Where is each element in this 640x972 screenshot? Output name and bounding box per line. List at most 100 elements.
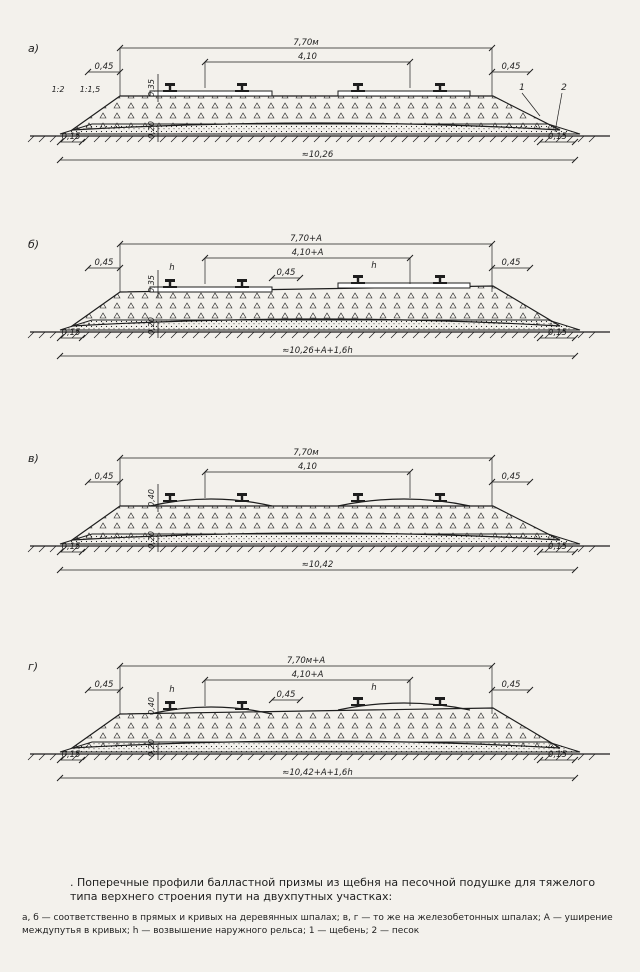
dim-shoulder-left: 0,45 bbox=[95, 680, 114, 690]
ground-hatch bbox=[555, 331, 563, 339]
rail-head bbox=[353, 275, 363, 278]
dim-tick bbox=[571, 566, 579, 574]
ground-hatch bbox=[115, 135, 123, 143]
dim-tick bbox=[56, 774, 64, 782]
rail-foot bbox=[163, 286, 177, 288]
ground-hatch bbox=[280, 135, 288, 143]
slope-label: 1:2 bbox=[52, 85, 65, 94]
dim-middle: 4,10+А bbox=[292, 248, 324, 258]
ground-hatch bbox=[401, 545, 409, 553]
ground-hatch bbox=[588, 135, 596, 143]
ground-hatch bbox=[170, 753, 178, 761]
ground-hatch bbox=[522, 331, 530, 339]
ground-hatch bbox=[115, 331, 123, 339]
ground-hatch bbox=[82, 331, 90, 339]
concrete-sleeper bbox=[337, 498, 471, 507]
ground-hatch bbox=[467, 753, 475, 761]
caption-legend: а, б — соответственно в прямых и кривых … bbox=[22, 913, 613, 936]
ground-hatch bbox=[247, 135, 255, 143]
rail-web bbox=[168, 704, 172, 708]
ground-hatch bbox=[412, 753, 420, 761]
dim-tick bbox=[78, 756, 86, 764]
ground-hatch bbox=[302, 545, 310, 553]
figure-caption: . Поперечные профили балластной призмы и… bbox=[22, 876, 622, 938]
dim-tick bbox=[536, 138, 544, 146]
ground-hatch bbox=[280, 753, 288, 761]
ground-hatch bbox=[500, 135, 508, 143]
dim-sand: 0,20 bbox=[147, 531, 156, 549]
rail-head bbox=[435, 697, 445, 700]
ground-hatch bbox=[566, 545, 574, 553]
ground-hatch bbox=[412, 331, 420, 339]
slope-label: 1:1,5 bbox=[80, 85, 101, 94]
rail-foot bbox=[235, 500, 249, 502]
ground-hatch bbox=[544, 753, 552, 761]
ground-hatch bbox=[445, 545, 453, 553]
dim-tick bbox=[84, 264, 92, 272]
ground-hatch bbox=[49, 545, 57, 553]
ground-hatch bbox=[390, 331, 398, 339]
ground-hatch bbox=[115, 753, 123, 761]
ground-hatch bbox=[379, 753, 387, 761]
rail-web bbox=[356, 86, 360, 90]
rail-web bbox=[168, 496, 172, 500]
dim-base: ≈10,26+А+1,6h bbox=[282, 346, 352, 356]
ground-hatch bbox=[511, 545, 519, 553]
rail-head bbox=[353, 697, 363, 700]
ground-hatch bbox=[93, 135, 101, 143]
ground-hatch bbox=[225, 135, 233, 143]
ground-hatch bbox=[49, 331, 57, 339]
dim-tick bbox=[268, 696, 276, 704]
dim-h-left: h bbox=[169, 685, 174, 695]
ground-hatch bbox=[225, 331, 233, 339]
rail-head bbox=[165, 493, 175, 496]
ground-hatch bbox=[324, 753, 332, 761]
ground-hatch bbox=[456, 753, 464, 761]
ground-hatch bbox=[324, 331, 332, 339]
ground-hatch bbox=[445, 753, 453, 761]
ground-hatch bbox=[82, 545, 90, 553]
dim-shoulder-left: 0,45 bbox=[95, 472, 114, 482]
rail-web bbox=[438, 700, 442, 704]
dim-edge-left: 0,15 bbox=[62, 542, 81, 552]
ground-hatch bbox=[269, 545, 277, 553]
ballast-prism bbox=[69, 505, 561, 541]
caption-title: . Поперечные профили балластной призмы и… bbox=[70, 876, 596, 903]
ground-hatch bbox=[148, 545, 156, 553]
rail-foot bbox=[433, 90, 447, 92]
dim-tick bbox=[571, 156, 579, 164]
rail-web bbox=[240, 496, 244, 500]
leader-line bbox=[521, 92, 541, 117]
rail-head bbox=[237, 83, 247, 86]
layer-marker: 1 bbox=[519, 83, 525, 93]
ground-hatch bbox=[434, 545, 442, 553]
ground-hatch bbox=[390, 135, 398, 143]
rail-head bbox=[165, 83, 175, 86]
ground-hatch bbox=[401, 753, 409, 761]
ground-hatch bbox=[280, 331, 288, 339]
ground-hatch bbox=[379, 545, 387, 553]
ground-hatch bbox=[93, 331, 101, 339]
ground-hatch bbox=[38, 753, 46, 761]
ground-hatch bbox=[412, 135, 420, 143]
rail-head bbox=[435, 493, 445, 496]
ground-hatch bbox=[203, 545, 211, 553]
ground-hatch bbox=[93, 753, 101, 761]
ground-hatch bbox=[456, 135, 464, 143]
rail-head bbox=[165, 701, 175, 704]
dim-tick bbox=[84, 68, 92, 76]
rail-foot bbox=[433, 282, 447, 284]
dim-tick bbox=[56, 352, 64, 360]
rail-foot bbox=[163, 708, 177, 710]
rail-foot bbox=[351, 500, 365, 502]
rail-head bbox=[165, 279, 175, 282]
ground-hatch bbox=[181, 753, 189, 761]
dim-tick bbox=[78, 334, 86, 342]
dim-base: ≈10,42 bbox=[302, 560, 333, 570]
ground-hatch bbox=[225, 545, 233, 553]
dim-sand: 0,20 bbox=[147, 317, 156, 335]
ground-hatch bbox=[137, 331, 145, 339]
ground-hatch bbox=[258, 331, 266, 339]
dim-tick bbox=[526, 264, 534, 272]
